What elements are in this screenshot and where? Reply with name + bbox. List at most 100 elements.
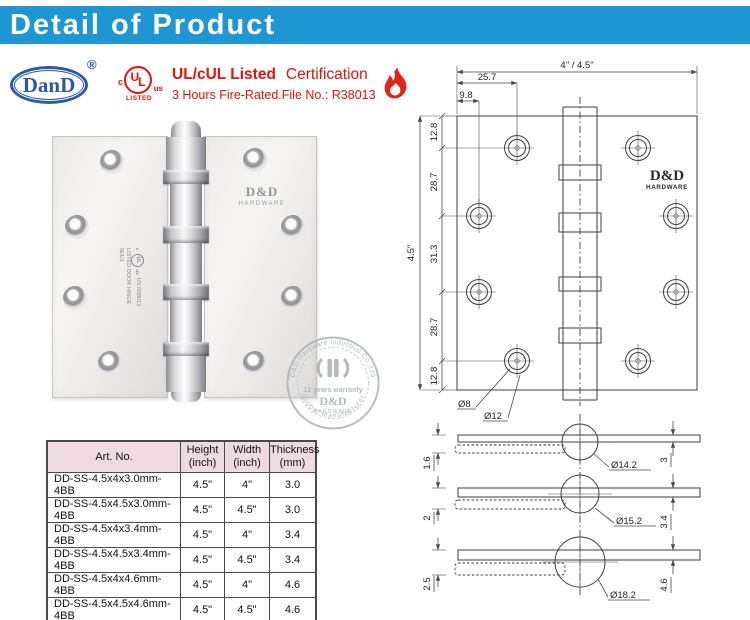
thickness-value: 4.6 <box>269 597 316 620</box>
hinge-bearing-ring <box>163 342 209 356</box>
hinge-bearing-ring <box>163 284 209 300</box>
dim-9-8: 9.8 <box>459 90 472 101</box>
dim-sec1-dia: Ø14.2 <box>611 460 637 471</box>
height-value: 4.5" <box>180 572 225 598</box>
table-row: DD-SS-4.5x4x3.4mm-4BB 4.5" 4" 3.4 <box>47 522 316 548</box>
screw-hole <box>100 150 124 174</box>
stamp-us: us <box>135 269 141 275</box>
thickness-value: 4.6 <box>269 572 316 598</box>
watermark-brand-sub: HARDWARE <box>314 409 353 415</box>
art-no: DD-SS-4.5x4x3.4mm-4BB <box>47 522 181 548</box>
dim-chain-3: 31.3 <box>429 245 440 264</box>
thickness-value: 3.0 <box>269 472 316 498</box>
ul-certification-mark: U L c us LISTED <box>118 66 163 108</box>
cert-fire-rating: 3 Hours Fire-Rated.File No.: R38013 <box>172 88 376 102</box>
hinge-knuckle <box>170 184 202 226</box>
height-value: 4.5" <box>180 472 225 498</box>
height-value: 4.5" <box>180 547 225 573</box>
art-no: DD-SS-4.5x4x3.0mm-4BB <box>47 472 181 498</box>
watermark-dd-logo-icon <box>316 357 350 379</box>
width-value: 4" <box>224 472 270 498</box>
drawing-brand: D&D <box>650 168 684 184</box>
hinge-barrel-cap-top <box>171 121 201 137</box>
dim-sec2-left: 2 <box>422 515 433 520</box>
dim-sec3-left: 2.5 <box>422 577 433 590</box>
table-row: DD-SS-4.5x4x4.6mm-4BB 4.5" 4" 4.6 <box>47 572 316 598</box>
art-no: DD-SS-4.5x4.5x3.4mm-4BB <box>47 547 181 573</box>
thickness-value: 3.0 <box>269 497 316 523</box>
ul-letter-l: L <box>138 75 146 89</box>
dim-sec3-right: 4.6 <box>659 578 670 591</box>
watermark-brand: D&D <box>319 394 347 408</box>
watermark-arc-top: D&D Hardware Industrial Co.,Ltd <box>289 339 376 378</box>
thickness-value: 3.4 <box>269 547 316 573</box>
dim-sec1-right: 3 <box>659 457 670 462</box>
drawing-brand-sub: HARDWARE <box>646 184 688 191</box>
col-width: Width(inch) <box>224 441 270 473</box>
dim-height-overall: 4.5" <box>406 245 417 262</box>
screw-hole <box>243 351 267 375</box>
width-value: 4" <box>224 572 270 598</box>
ul-suffix-us: us <box>153 84 163 93</box>
width-value: 4.5" <box>224 597 270 620</box>
stamp-file-no: US R38013 <box>134 277 141 307</box>
ul-prefix-c: c <box>118 77 124 87</box>
table-row: DD-SS-4.5x4x3.0mm-4BB 4.5" 4" 3.0 <box>47 472 316 498</box>
table-row: DD-SS-4.5x4.5x4.6mm-4BB 4.5" 4.5" 4.6 <box>47 597 316 620</box>
dim-chain-5: 12.8 <box>429 367 440 386</box>
screw-hole <box>243 148 267 172</box>
screw-hole <box>98 351 122 375</box>
dim-hole-small: Ø8 <box>458 399 471 410</box>
dand-logo: DanD <box>10 66 88 104</box>
hinge-knuckle <box>166 137 206 170</box>
height-value: 4.5" <box>180 522 225 548</box>
dim-chain-4: 28.7 <box>429 318 440 337</box>
cross-sections: 1.6 3 Ø14.2 2 <box>422 414 701 601</box>
dim-sec2-right: 3.4 <box>659 515 670 528</box>
hinge-engraving-brand: D&D <box>245 184 279 199</box>
ul-circle-icon: U L c us <box>118 66 163 94</box>
technical-drawing: D&D HARDWARE 4" / 4.5" 25.7 9.8 12.8 28. <box>406 60 701 601</box>
stamp-model-line: 5EU1 <box>118 248 125 262</box>
height-value: 4.5" <box>180 497 225 523</box>
col-height: Height(inch) <box>180 441 225 473</box>
art-no: DD-SS-4.5x4.5x3.0mm-4BB <box>47 497 181 523</box>
ul-letter-u: U <box>130 70 140 84</box>
width-value: 4.5" <box>224 497 270 523</box>
page-header: Detail of Product <box>0 6 750 44</box>
hinge-engraving-sub: HARDWARE <box>238 201 286 207</box>
front-view: D&D HARDWARE <box>456 97 698 406</box>
cert-certification-label: Certification <box>285 66 368 83</box>
cross-section-1: 1.6 3 Ø14.2 <box>422 421 701 471</box>
hinge-knuckle <box>170 300 202 342</box>
spec-table: Art. No. Height(inch) Width(inch) Thickn… <box>46 440 320 620</box>
registered-trademark-icon: ® <box>87 57 97 72</box>
col-thickness: Thickness(mm) <box>269 441 320 473</box>
dim-sec2-dia: Ø15.2 <box>616 516 642 527</box>
table-row: DD-SS-4.5x4.5x3.0mm-4BB 4.5" 4.5" 3.0 <box>47 497 316 523</box>
thickness-value: 3.4 <box>269 522 316 548</box>
screw-hole <box>281 286 305 310</box>
width-value: 4" <box>224 522 270 548</box>
height-value: 4.5" <box>180 597 225 620</box>
cert-listed-label: UL/cUL Listed <box>172 66 276 83</box>
screw-hole <box>65 215 89 239</box>
ul-stamp-on-leaf: c UL us US R38013 LISTED DOOR HINGE 5EU1 <box>110 248 144 312</box>
drawing-screw-holes <box>462 131 693 378</box>
hinge-bearing-ring <box>163 170 209 184</box>
stamp-c: c <box>135 248 141 251</box>
cross-section-2: 2 3.4 Ø15.2 <box>422 473 701 530</box>
cross-section-3: 2.5 4.6 Ø18.2 <box>422 535 701 601</box>
hinge-knuckle <box>170 243 202 284</box>
spec-table-header-row: Art. No. Height(inch) Width(inch) Thickn… <box>47 441 320 473</box>
dim-width-overall: 4" / 4.5" <box>560 60 593 71</box>
dim-sec1-left: 1.6 <box>422 456 433 469</box>
hinge-knuckle <box>166 356 206 392</box>
dim-chain-1: 12.8 <box>429 123 440 142</box>
company-watermark: D&D Hardware Industrial Co.,Ltd Global M… <box>286 336 380 430</box>
dand-logo-text: DanD <box>22 72 76 97</box>
fire-icon <box>384 67 407 99</box>
art-no: DD-SS-4.5x4.5x4.6mm-4BB <box>47 597 181 620</box>
stamp-ul-circle-icon: UL <box>131 253 144 267</box>
